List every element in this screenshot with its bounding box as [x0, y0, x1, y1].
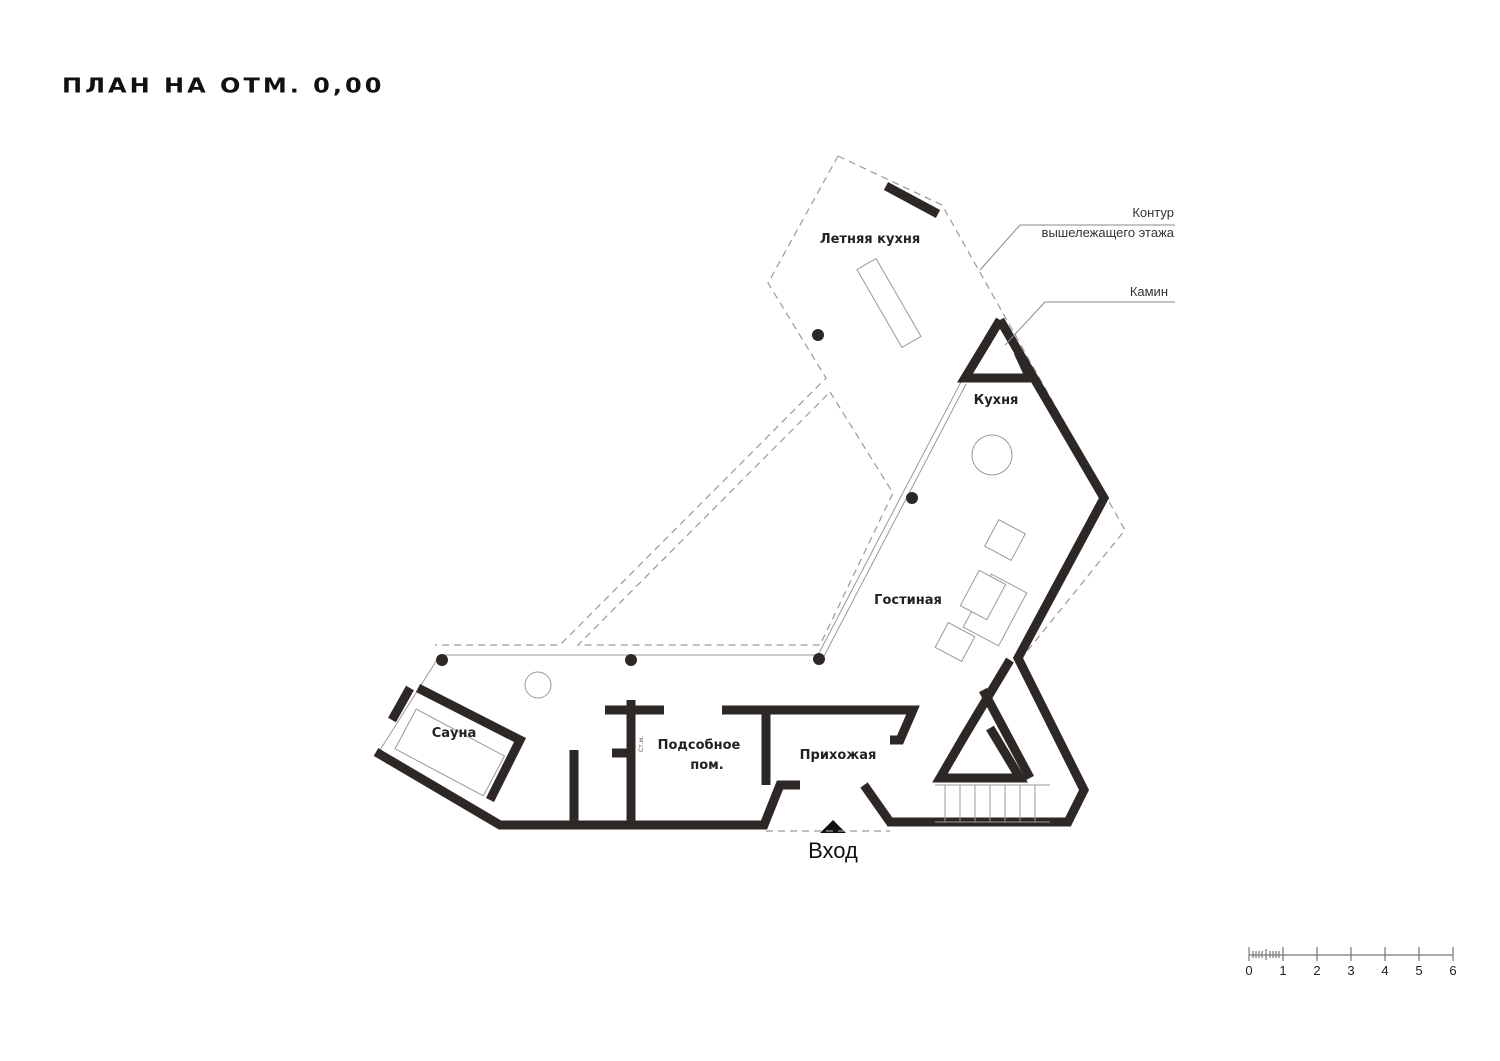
room-utility-2: пом.	[690, 758, 723, 773]
sauna-bench	[394, 708, 506, 797]
contour-note-2: вышележащего этажа	[1042, 225, 1175, 240]
entry-label: Вход	[808, 838, 858, 863]
entry-arrow-icon	[820, 820, 846, 833]
armchair	[984, 519, 1026, 561]
glazing-line	[821, 383, 967, 661]
sauna-wall	[415, 683, 527, 803]
fireplace-note: Камин	[1130, 284, 1168, 299]
exterior-wall	[373, 748, 800, 830]
scale-tick-2: 2	[1313, 963, 1320, 978]
dining-table	[856, 257, 922, 349]
scale-tick-3: 3	[1347, 963, 1354, 978]
fireplace-wall	[957, 317, 1038, 383]
upper-floor-contour	[837, 155, 1126, 661]
plan-title: ПЛАН НА ОТМ. 0,00	[62, 74, 385, 98]
round-table	[971, 434, 1013, 476]
contour-note-1: Контур	[1132, 205, 1174, 220]
scale-tick-4: 4	[1381, 963, 1388, 978]
stair-wall	[979, 687, 1034, 781]
exterior-wall	[860, 317, 1110, 827]
scale-tick-6: 6	[1449, 963, 1456, 978]
summer-kitchen-wall	[883, 182, 941, 218]
room-utility: Подсобное	[658, 738, 741, 753]
round-table	[524, 671, 552, 699]
room-hall: Прихожая	[800, 748, 877, 763]
coffee-table	[959, 569, 1007, 621]
stair-wall	[932, 657, 1028, 783]
room-kitchen: Кухня	[974, 393, 1019, 408]
leader-line	[979, 224, 1021, 271]
glazing-line	[379, 379, 963, 751]
armchair	[934, 621, 976, 663]
stairs	[935, 784, 1050, 823]
room-storage: Ст.м.	[638, 736, 645, 752]
scale-tick-1: 1	[1279, 963, 1286, 978]
terrace-outline	[576, 391, 894, 646]
columns	[436, 329, 918, 666]
scale-tick-5: 5	[1415, 963, 1422, 978]
room-living: Гостиная	[874, 593, 942, 608]
scale-tick-0: 0	[1245, 963, 1252, 978]
interior-wall	[722, 705, 920, 745]
interior-wall	[388, 685, 414, 723]
scale-bar	[1248, 947, 1454, 961]
leader-line	[1004, 301, 1046, 346]
summer-kitchen-outline	[435, 155, 839, 646]
room-summer-kitchen: Летняя кухня	[820, 232, 920, 247]
room-sauna: Сауна	[432, 726, 477, 741]
